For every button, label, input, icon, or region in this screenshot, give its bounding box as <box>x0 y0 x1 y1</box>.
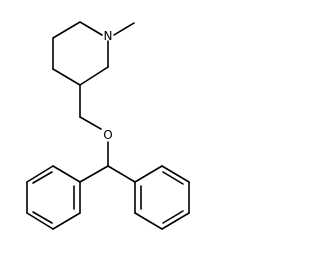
left-phenyl-bond <box>52 212 81 230</box>
right-phenyl-double-bond <box>162 210 184 224</box>
oxygen-atom-label: O <box>103 128 112 142</box>
left-phenyl-bond <box>26 165 54 183</box>
right-phenyl-double-bond <box>162 171 184 185</box>
right-phenyl-ring <box>134 165 190 230</box>
right-phenyl-bond <box>134 212 163 230</box>
bond-ch-right-phenyl <box>107 165 136 183</box>
bond-c6-n <box>79 21 103 36</box>
left-phenyl-ring <box>26 165 81 230</box>
bond-c3-c4 <box>52 68 81 86</box>
left-phenyl-bond <box>26 212 54 230</box>
left-phenyl-double-bond <box>32 171 53 184</box>
nitrogen-atom-label: N <box>104 29 113 43</box>
bond-n-methyl <box>113 22 135 36</box>
right-phenyl-bond <box>161 165 190 183</box>
piperidine-ring <box>52 21 109 86</box>
bond-c2-c3 <box>79 66 109 86</box>
left-phenyl-bond <box>52 165 81 183</box>
chemical-structure-diagram: N O <box>26 21 190 230</box>
bond-ch-left-phenyl <box>79 165 109 183</box>
bond-c5-c6 <box>52 21 81 39</box>
left-phenyl-double-bond <box>32 211 53 224</box>
bond-ch2-o <box>79 116 102 130</box>
right-phenyl-bond <box>161 212 190 230</box>
right-phenyl-bond <box>134 165 163 183</box>
